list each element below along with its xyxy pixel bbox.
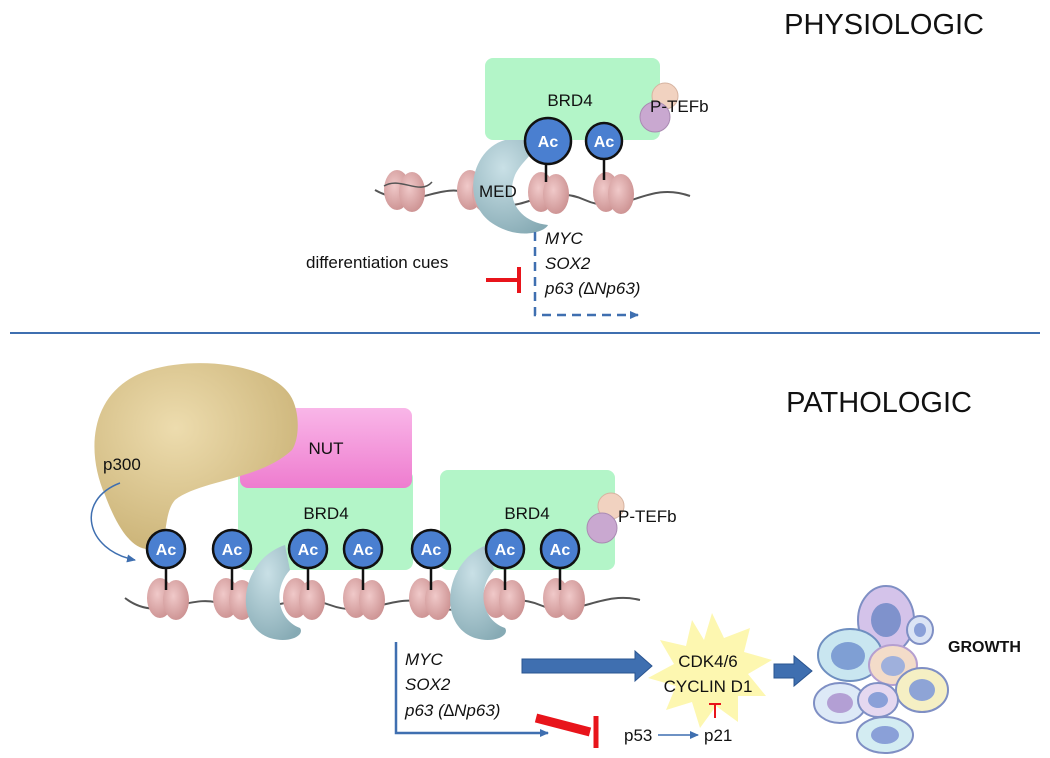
nucleosome [528,172,569,214]
acetyl-mark: Ac [287,528,329,570]
nucleosome [283,578,325,620]
cyclin-label: CYCLIN D1 [664,677,753,696]
nucleosome [147,578,189,620]
transcription-arrow [394,642,549,737]
svg-text:Ac: Ac [156,542,177,559]
svg-text:Ac: Ac [421,542,442,559]
pathologic-title: PATHOLOGIC [786,387,972,419]
nut-label: NUT [309,439,344,458]
inhibition-mark [534,713,599,748]
svg-text:Ac: Ac [550,542,571,559]
p21-label: p21 [704,726,732,745]
growth-label: GROWTH [948,639,1021,656]
gene-sox2: SOX2 [405,675,451,694]
mediator-complex [450,545,506,640]
acetyl-mark: Ac [410,528,452,570]
ptefb-label: P-TEFb [650,97,709,116]
cdk-label: CDK4/6 [678,652,738,671]
gene-myc: MYC [545,229,584,248]
differentiation-cues-label: differentiation cues [306,253,448,272]
acetyl-mark-row [164,568,562,590]
gene-sox2: SOX2 [545,254,591,273]
svg-text:Ac: Ac [495,542,516,559]
starburst [648,613,772,728]
mediator-complex [245,545,301,640]
svg-text:Ac: Ac [538,134,559,151]
svg-text:Ac: Ac [222,542,243,559]
acetyl-mark [584,121,624,161]
nucleosome [543,578,585,620]
nucleosome [593,172,634,214]
ptefb-label: P-TEFb [618,507,677,526]
brd4-left-label: BRD4 [303,504,348,523]
gene-p63: p63 (∆Np63) [404,701,500,720]
pathologic-panel: PATHOLOGIC BRD4 BRD4 NUT p300 P-TEFb [90,363,1021,754]
acetyl-mark: Ac [484,528,526,570]
ptefb-sphere [639,101,671,133]
cell-cluster [813,585,949,754]
growth-arrow [773,654,813,688]
physiologic-title: PHYSIOLOGIC [784,9,984,41]
p300-label: p300 [103,455,141,474]
acetylation-arrow [90,482,136,563]
svg-text:Ac: Ac [353,542,374,559]
brd4-right-label: BRD4 [504,504,549,523]
brd4-label: BRD4 [547,91,592,110]
acetyl-mark: Ac [145,528,187,570]
p21-inhibition [709,703,721,718]
med-label: MED [479,182,517,201]
acetyl-mark: Ac [342,528,384,570]
mediator-complex [473,140,548,234]
acetyl-mark [523,116,573,166]
inhibition-mark [486,267,521,293]
nucleosome [383,170,433,212]
p53-label: p53 [624,726,652,745]
svg-text:Ac: Ac [298,542,319,559]
ptefb-sphere [586,512,618,544]
acetyl-mark: Ac [539,528,581,570]
nucleosome [343,578,385,620]
gene-myc: MYC [405,650,444,669]
gene-p63: p63 (∆Np63) [544,279,640,298]
acetyl-mark: Ac [211,528,253,570]
brd4-protein [485,58,660,140]
physiologic-panel: PHYSIOLOGIC BRD4 P-TEFb MED [306,9,984,319]
p300-protein [94,363,298,550]
svg-text:Ac: Ac [594,134,615,151]
transcription-arrow [533,232,639,319]
activation-arrow [521,649,653,683]
